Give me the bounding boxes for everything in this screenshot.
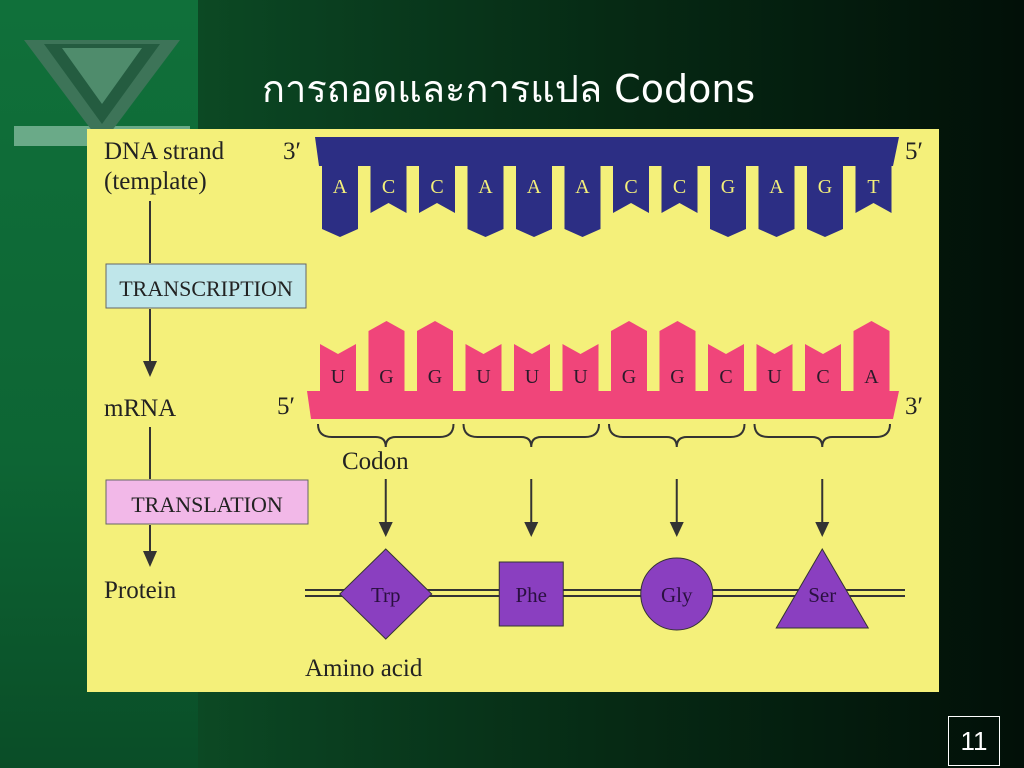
mrna-base-letter: U (525, 366, 540, 388)
dna-base (613, 166, 649, 213)
dna-base (564, 166, 601, 237)
dna-base-letter: G (721, 176, 735, 198)
mrna-base (611, 321, 647, 391)
dna-base-letter: G (818, 176, 832, 198)
dna-base (855, 166, 892, 213)
mrna-base-letter: C (816, 366, 829, 388)
mrna-backbone (307, 391, 899, 419)
mrna-base (708, 344, 744, 391)
dna-base-letter: C (430, 176, 443, 198)
mrna-base-letter: G (428, 366, 442, 388)
amino-acid-triangle (775, 548, 870, 629)
mrna-base (853, 321, 890, 391)
translation-label: TRANSLATION (131, 492, 283, 517)
mrna-base (514, 344, 550, 391)
mrna-base (756, 344, 793, 391)
codon-label: Codon (342, 448, 409, 475)
mrna-base-letter: G (670, 366, 684, 388)
codon-arrowhead (524, 522, 539, 537)
dna-base (661, 166, 698, 213)
amino-acid-diamond (339, 548, 433, 640)
mrna-base-letter: A (864, 366, 879, 388)
amino-acid-square (498, 561, 564, 627)
transcription-box (105, 263, 307, 309)
transcription-translation-diagram: DNA strand (template) TRANSCRIPTION mRNA TRA… (87, 129, 939, 692)
mrna-base-letter: C (719, 366, 732, 388)
dna-base-letter: T (867, 176, 879, 198)
dna-backbone (315, 137, 899, 166)
mrna-base-letter: U (331, 366, 346, 388)
amino-acid-name: Phe (516, 583, 548, 607)
amino-acid-name: Gly (661, 583, 693, 607)
mrna-base (368, 321, 405, 391)
mrna-5prime-label: 5′ (277, 393, 295, 420)
amino-acid-name: Trp (371, 583, 401, 607)
codon-arrowhead (669, 522, 684, 537)
dna-base-letter: C (624, 176, 637, 198)
dna-3prime-label: 3′ (283, 138, 301, 165)
codon-brace (317, 423, 455, 448)
dna-base-letter: A (575, 176, 590, 198)
slide-number: 11 (948, 716, 1000, 766)
mrna-base-letter: U (476, 366, 491, 388)
mrna-base (465, 344, 502, 391)
dna-base-letter: C (382, 176, 395, 198)
codon-brace (462, 423, 600, 448)
codon-arrowhead (815, 522, 830, 537)
amino-acid-name: Ser (808, 583, 836, 607)
amino-acid-circle (640, 557, 714, 631)
dna-base-letter: A (769, 176, 784, 198)
mrna-base-letter: U (767, 366, 782, 388)
codon-arrowhead (378, 522, 393, 537)
dna-base (516, 166, 552, 237)
mrna-base (562, 344, 599, 391)
dna-base (807, 166, 843, 237)
dna-base (758, 166, 795, 237)
dna-base-letter: C (673, 176, 686, 198)
mrna-base (417, 321, 453, 391)
translation-box (105, 479, 309, 525)
codon-brace (608, 423, 746, 448)
transcription-label: TRANSCRIPTION (119, 276, 293, 301)
dna-template-label: (template) (104, 168, 207, 195)
diagram-canvas: DNA strand (template) TRANSCRIPTION mRNA TRA… (104, 137, 923, 682)
amino-acid-label: Amino acid (305, 655, 423, 682)
codon-brace (753, 423, 891, 448)
mrna-base (805, 344, 841, 391)
mrna-base (659, 321, 696, 391)
mrna-base-letter: U (573, 366, 588, 388)
flow-arrowhead (143, 361, 157, 377)
dna-base-letter: A (478, 176, 493, 198)
mrna-base-letter: G (379, 366, 393, 388)
dna-base (467, 166, 504, 237)
mrna-base (320, 344, 356, 391)
dna-5prime-label: 5′ (905, 138, 923, 165)
mrna-base-letter: G (622, 366, 636, 388)
dna-base-letter: A (333, 176, 348, 198)
mrna-3prime-label: 3′ (905, 393, 923, 420)
mrna-label: mRNA (104, 395, 176, 422)
flow-arrowhead (143, 551, 157, 567)
dna-strand-label: DNA strand (104, 138, 225, 165)
dna-base (322, 166, 358, 237)
dna-base-letter: A (527, 176, 542, 198)
dna-base (419, 166, 455, 213)
protein-label: Protein (104, 577, 177, 604)
slide-title: การถอดและการแปล Codons (262, 67, 756, 111)
dna-base (370, 166, 407, 213)
dna-base (710, 166, 746, 237)
